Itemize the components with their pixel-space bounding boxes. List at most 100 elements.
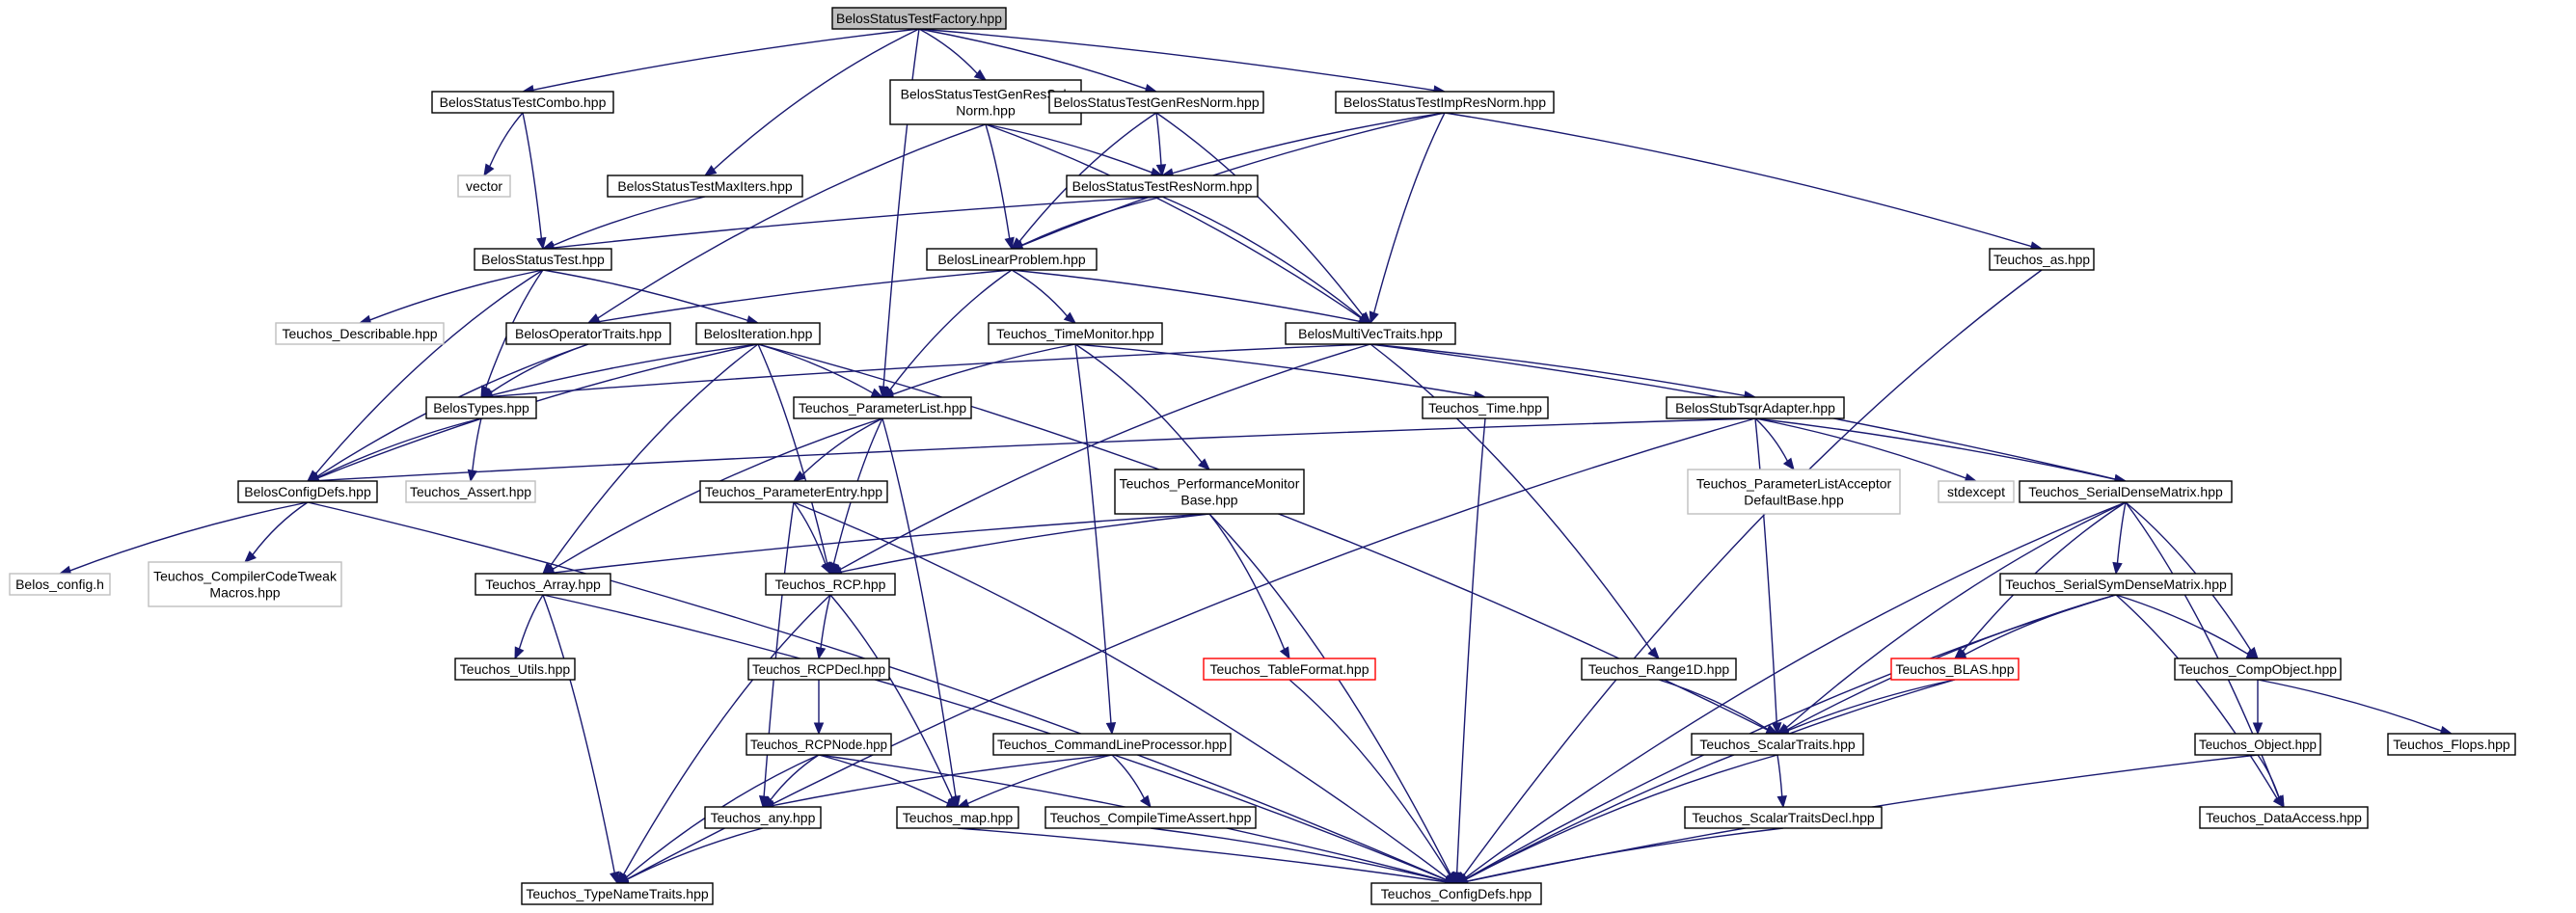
edge-compobject-to-flops <box>2257 679 2454 736</box>
edge-linprob-to-optraits <box>586 269 1013 327</box>
edge-line <box>793 501 827 565</box>
node-label: Teuchos_PerformanceMonitor <box>1120 476 1300 492</box>
node-serialdense[interactable]: Teuchos_SerialDenseMatrix.hpp <box>2019 480 2233 503</box>
node-typename[interactable]: Teuchos_TypeNameTraits.hpp <box>521 882 714 905</box>
node-map[interactable]: Teuchos_map.hpp <box>896 806 1019 829</box>
edge-line <box>1785 501 2127 729</box>
node-cmdline[interactable]: Teuchos_CommandLineProcessor.hpp <box>992 733 1232 756</box>
edge-stubtsqr-to-placcept <box>1754 417 1795 471</box>
node-tableformat[interactable]: Teuchos_TableFormat.hpp <box>1203 658 1376 681</box>
edge-stubtsqr-to-stdexcept <box>1754 417 1978 483</box>
arrow-head-icon <box>813 722 825 736</box>
edge-genressub-to-linprob <box>985 123 1015 251</box>
edge-root-to-genressub <box>918 28 988 81</box>
node-linprob[interactable]: BelosLinearProblem.hpp <box>926 248 1098 271</box>
edge-serialsym-to-dataaccess <box>2115 594 2285 809</box>
node-box <box>2019 480 2233 503</box>
edge-stubtsqr-to-scalartraits <box>1754 417 1782 736</box>
node-array[interactable]: Teuchos_Array.hpp <box>475 573 611 596</box>
edge-line <box>967 754 1113 805</box>
arrow-head-icon <box>703 165 718 176</box>
node-timemon[interactable]: Teuchos_TimeMonitor.hpp <box>988 322 1163 345</box>
node-label: Teuchos_Flops.hpp <box>2393 737 2510 752</box>
node-box <box>1335 91 1555 114</box>
node-label: BelosStatusTest.hpp <box>481 252 605 267</box>
edge-line <box>839 343 1371 571</box>
arrow-head-icon <box>792 470 806 482</box>
node-scalartraits[interactable]: Teuchos_ScalarTraits.hpp <box>1691 733 1864 756</box>
node-genres[interactable]: BelosStatusTestGenResNorm.hpp <box>1048 91 1264 114</box>
edge-iteration-to-types <box>479 343 759 400</box>
node-box <box>695 322 821 345</box>
node-label: Belos_config.h <box>15 577 104 592</box>
node-utils[interactable]: Teuchos_Utils.hpp <box>454 658 576 681</box>
node-types[interactable]: BelosTypes.hpp <box>425 396 537 419</box>
edge-any-to-typename <box>615 827 764 884</box>
edge-cmdline-to-ctassert <box>1111 754 1152 809</box>
node-box <box>1203 658 1376 681</box>
arrow-head-icon <box>1139 794 1152 809</box>
node-blas[interactable]: Teuchos_BLAS.hpp <box>1890 658 2020 681</box>
node-label: Teuchos_map.hpp <box>903 810 1014 825</box>
node-stdexcept[interactable]: stdexcept <box>1938 480 2015 503</box>
edge-genressub-to-resnorm <box>985 123 1164 177</box>
edge-line <box>490 343 589 393</box>
node-assert[interactable]: Teuchos_Assert.hpp <box>405 480 536 503</box>
arrow-head-icon <box>1004 236 1015 251</box>
node-label: BelosStatusTestFactory.hpp <box>836 11 1002 26</box>
node-flops[interactable]: Teuchos_Flops.hpp <box>2387 733 2516 756</box>
node-mvtraits[interactable]: BelosMultiVecTraits.hpp <box>1285 322 1456 345</box>
node-paramlist[interactable]: Teuchos_ParameterList.hpp <box>793 396 972 419</box>
edge-time-to-tconfigdefs <box>1451 417 1486 885</box>
edge-optraits-to-types <box>479 343 589 398</box>
node-stubtsqr[interactable]: BelosStubTsqrAdapter.hpp <box>1666 396 1845 419</box>
node-rcp[interactable]: Teuchos_RCP.hpp <box>765 573 896 596</box>
node-describable[interactable]: Teuchos_Describable.hpp <box>275 322 445 345</box>
node-any[interactable]: Teuchos_any.hpp <box>704 806 822 829</box>
node-box <box>2387 733 2516 756</box>
node-box <box>831 7 1007 30</box>
node-statustest[interactable]: BelosStatusTest.hpp <box>474 248 612 271</box>
node-range1d[interactable]: Teuchos_Range1D.hpp <box>1581 658 1737 681</box>
node-resnorm[interactable]: BelosStatusTestResNorm.hpp <box>1066 175 1259 198</box>
node-label: Teuchos_ConfigDefs.hpp <box>1381 886 1532 901</box>
node-rcpdecl[interactable]: Teuchos_RCPDecl.hpp <box>747 658 890 681</box>
node-iteration[interactable]: BelosIteration.hpp <box>695 322 821 345</box>
node-as[interactable]: Teuchos_as.hpp <box>1989 248 2095 271</box>
node-box <box>2199 806 2369 829</box>
node-root[interactable]: BelosStatusTestFactory.hpp <box>831 7 1007 30</box>
edge-tableformat-to-tconfigdefs <box>1288 679 1457 885</box>
node-combo[interactable]: BelosStatusTestCombo.hpp <box>431 91 614 114</box>
node-impres[interactable]: BelosStatusTestImpResNorm.hpp <box>1335 91 1555 114</box>
node-serialsym[interactable]: Teuchos_SerialSymDenseMatrix.hpp <box>1999 573 2233 596</box>
edge-line <box>553 513 1210 574</box>
node-tconfigdefs[interactable]: Teuchos_ConfigDefs.hpp <box>1370 882 1542 905</box>
node-box <box>275 322 445 345</box>
node-vector[interactable]: vector <box>457 175 511 198</box>
node-box <box>992 733 1232 756</box>
node-maxiters[interactable]: BelosStatusTestMaxIters.hpp <box>607 175 803 198</box>
node-time[interactable]: Teuchos_Time.hpp <box>1422 396 1549 419</box>
node-box <box>1422 396 1549 419</box>
node-compobject[interactable]: Teuchos_CompObject.hpp <box>2174 658 2342 681</box>
node-placcept[interactable]: Teuchos_ParameterListAcceptorDefaultBase… <box>1687 469 1901 515</box>
node-box <box>1285 322 1456 345</box>
node-box <box>431 91 614 114</box>
node-label: Teuchos_CompObject.hpp <box>2179 661 2337 677</box>
arrow-head-icon <box>483 163 495 177</box>
edge-line <box>1754 417 2116 480</box>
node-rcpnode[interactable]: Teuchos_RCPNode.hpp <box>746 733 892 756</box>
node-ctassert[interactable]: Teuchos_CompileTimeAssert.hpp <box>1044 806 1257 829</box>
node-paramentry[interactable]: Teuchos_ParameterEntry.hpp <box>699 480 888 503</box>
node-belosconfig[interactable]: Belos_config.h <box>9 573 111 596</box>
node-configdefs[interactable]: BelosConfigDefs.hpp <box>237 480 378 503</box>
node-object[interactable]: Teuchos_Object.hpp <box>2194 733 2321 756</box>
node-optraits[interactable]: BelosOperatorTraits.hpp <box>505 322 671 345</box>
arrow-head-icon <box>815 646 827 660</box>
edge-as-to-tconfigdefs <box>1455 269 2043 884</box>
node-dataaccess[interactable]: Teuchos_DataAccess.hpp <box>2199 806 2369 829</box>
edge-line <box>485 269 544 389</box>
node-stdecl[interactable]: Teuchos_ScalarTraitsDecl.hpp <box>1684 806 1883 829</box>
